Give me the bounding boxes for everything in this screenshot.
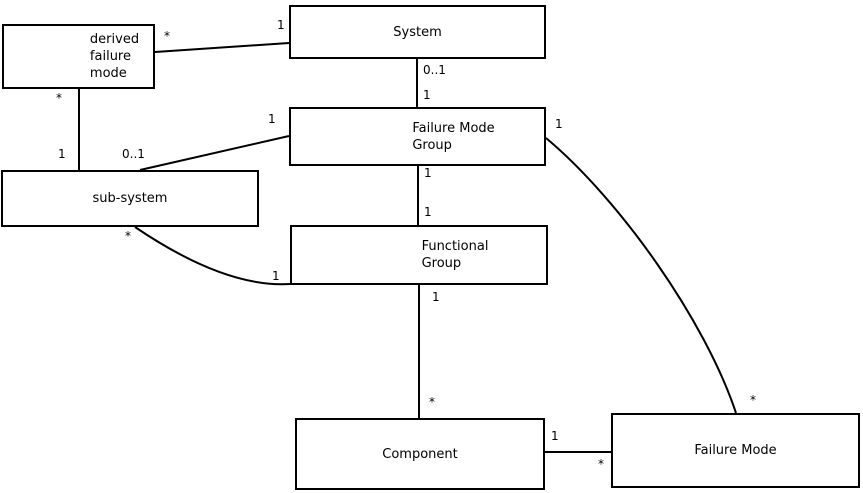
- mult-fg-from-fmg-one: 1: [424, 205, 432, 219]
- mult-component-from-fg-star: *: [429, 395, 435, 409]
- class-box-component[interactable]: Component: [295, 418, 545, 490]
- mult-system-to-fmg-zero-one: 0..1: [423, 63, 446, 77]
- mult-fmg-to-fg-one-top: 1: [424, 166, 432, 180]
- class-name-component: Component: [382, 446, 458, 462]
- class-name-derived-failure-mode: derived failure mode: [89, 32, 140, 81]
- mult-fg-from-subsystem-one: 1: [272, 269, 280, 283]
- class-box-system[interactable]: System: [289, 5, 546, 59]
- edge-derived-failure-mode-system: [154, 42, 290, 53]
- mult-fmg-from-subsystem-one: 1: [268, 112, 276, 126]
- edge-failure-mode-group-failure-mode: [545, 137, 737, 414]
- class-name-system: System: [393, 24, 442, 40]
- mult-subsystem-from-derived-one: 1: [58, 147, 66, 161]
- class-name-sub-system: sub-system: [92, 191, 168, 206]
- mult-system-from-derived-one: 1: [277, 18, 285, 32]
- class-box-derived-failure-mode[interactable]: derived failure mode: [2, 24, 155, 89]
- mult-subsystem-to-fmg-zero-one: 0..1: [122, 147, 145, 161]
- mult-derived-to-subsystem-star: *: [56, 91, 62, 105]
- class-name-failure-mode: Failure Mode: [694, 443, 777, 458]
- mult-fmg-to-fm-one: 1: [555, 117, 563, 131]
- class-box-functional-group[interactable]: Functional Group: [290, 225, 548, 285]
- class-box-failure-mode[interactable]: Failure Mode: [611, 413, 860, 488]
- mult-component-to-fm-one: 1: [551, 429, 559, 443]
- edge-sub-system-functional-group: [134, 226, 291, 286]
- mult-derived-to-system-star: *: [164, 29, 170, 43]
- class-box-sub-system[interactable]: sub-system: [1, 170, 259, 227]
- mult-fmg-from-system-one: 1: [423, 88, 431, 102]
- edge-sub-system-failure-mode-group: [139, 135, 290, 171]
- class-name-failure-mode-group: Failure Mode Group: [412, 120, 495, 153]
- class-box-failure-mode-group[interactable]: Failure Mode Group: [289, 107, 546, 166]
- mult-fm-from-component-star: *: [598, 457, 604, 471]
- mult-subsystem-to-fg-star: *: [125, 229, 131, 243]
- mult-fm-from-fmg-star: *: [750, 393, 756, 407]
- class-name-functional-group: Functional Group: [421, 239, 489, 271]
- mult-fg-to-component-one: 1: [432, 290, 440, 304]
